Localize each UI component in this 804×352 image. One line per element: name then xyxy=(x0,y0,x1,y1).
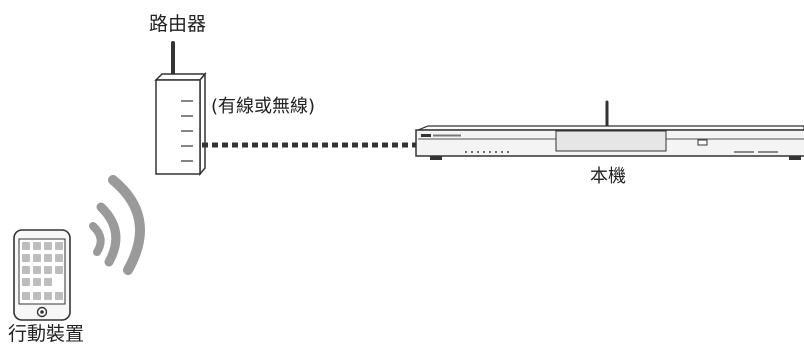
router-label: 路由器 xyxy=(149,13,207,35)
soundbar-icon xyxy=(415,100,804,160)
router-icon xyxy=(154,41,207,177)
main-unit-label: 本機 xyxy=(590,166,626,187)
connection-label: (有線或無線) xyxy=(211,96,316,117)
wireless-signal-icon xyxy=(89,175,145,275)
mobile-device-label: 行動裝置 xyxy=(8,323,85,345)
smartphone-icon xyxy=(13,229,71,321)
